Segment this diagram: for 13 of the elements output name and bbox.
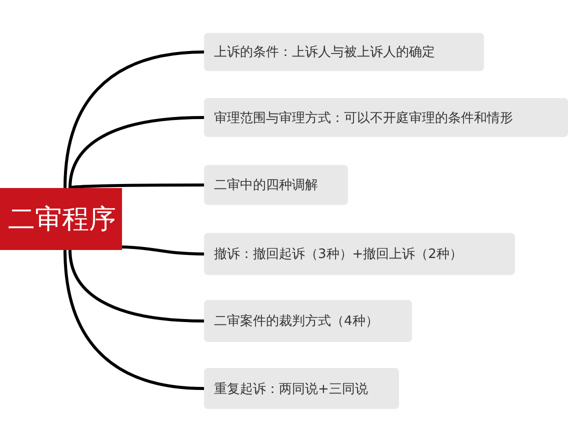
connector-line [64,250,204,390]
connector-line [68,250,204,322]
subtopic-box: 二审案件的裁判方式（4种） [204,300,412,342]
subtopic-box: 二审中的四种调解 [204,165,348,205]
connector-line [69,184,204,190]
subtopic-box: 撤诉：撤回起诉（3种）+撤回上诉（2种） [204,233,515,275]
connector-line [68,116,204,188]
subtopic-box: 重复起诉：两同说+三同说 [204,368,399,409]
connector-line [64,50,204,188]
subtopic-box: 上诉的条件：上诉人与被上诉人的确定 [204,33,484,71]
connector-line [122,246,204,256]
subtopic-box: 审理范围与审理方式：可以不开庭审理的条件和情形 [204,98,568,137]
central-topic-box: 二审程序 [0,188,122,250]
